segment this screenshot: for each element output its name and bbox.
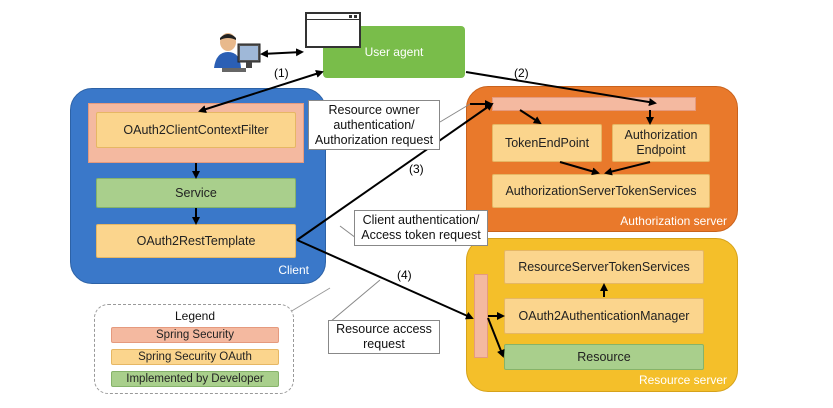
legend: Legend Spring Security Spring Security O… (94, 304, 294, 394)
client-label: Client (278, 263, 309, 277)
resource-spring-security-bar (474, 274, 488, 358)
resource-server-label: Resource server (638, 373, 727, 387)
browser-window-icon (305, 12, 361, 48)
arrow-band-token-endpoint (519, 109, 542, 125)
oauth2-rest-template: OAuth2RestTemplate (96, 224, 296, 258)
resource-access-note-line-2: request (363, 337, 405, 351)
legend-item-spring-security-oauth-label: Spring Security OAuth (138, 351, 252, 363)
step-3-label: (3) (409, 162, 424, 176)
resource-owner-note-line-2: authentication/ (333, 117, 415, 132)
resource-server-token-services-label: ResourceServerTokenServices (518, 260, 690, 274)
step-4-label: (4) (397, 268, 412, 282)
leader-client-auth (339, 225, 357, 239)
leader-resource-access (329, 279, 381, 323)
service-node: Service (96, 178, 296, 208)
arrow-step-3 (296, 102, 494, 241)
legend-item-spring-security-oauth: Spring Security OAuth (111, 349, 279, 365)
arrow-bar-resource (487, 317, 505, 358)
authorization-endpoint-label-1: Authorization (624, 128, 698, 142)
step-1-label: (1) (274, 66, 289, 80)
legend-item-implemented-by-developer: Implemented by Developer (111, 371, 279, 387)
arrow-token-endpoint-services (559, 161, 600, 176)
leader-resource-owner (439, 103, 471, 123)
resource-access-note-line-1: Resource access (336, 322, 432, 336)
oauth2-rest-template-label: OAuth2RestTemplate (136, 234, 256, 248)
arrow-authorization-endpoint-services (604, 161, 651, 176)
client-auth-note: Client authentication/ Access token requ… (354, 210, 488, 246)
client-auth-note-line-2: Access token request (361, 228, 481, 242)
legend-item-spring-security: Spring Security (111, 327, 279, 343)
resource-label: Resource (577, 350, 631, 364)
oauth2-client-context-filter-label: OAuth2ClientContextFilter (123, 123, 269, 137)
arrow-step-2 (465, 71, 657, 106)
authorization-server-token-services-label: AuthorizationServerTokenServices (505, 184, 697, 198)
leader-legend (289, 287, 331, 313)
oauth2-authentication-manager: OAuth2AuthenticationManager (504, 298, 704, 334)
resource-owner-note: Resource owner authentication/ Authoriza… (308, 100, 440, 150)
arrow-step-4 (296, 239, 474, 320)
resource-access-note: Resource access request (328, 320, 440, 354)
authorization-endpoint: Authorization Endpoint (612, 124, 710, 162)
legend-title: Legend (174, 309, 216, 323)
resource-node: Resource (504, 344, 704, 370)
authorization-endpoint-label-2: Endpoint (636, 143, 686, 157)
legend-item-spring-security-label: Spring Security (156, 329, 234, 341)
oauth2-client-context-filter: OAuth2ClientContextFilter (96, 112, 296, 148)
service-label: Service (175, 186, 217, 200)
token-endpoint-label: TokenEndPoint (504, 136, 590, 150)
resource-server-token-services: ResourceServerTokenServices (504, 250, 704, 284)
user-agent-label: User agent (364, 45, 424, 59)
person-at-computer-icon (214, 33, 261, 72)
resource-owner-note-line-3: Authorization request (314, 132, 434, 147)
legend-item-implemented-by-developer-label: Implemented by Developer (126, 373, 264, 385)
authorization-server-label: Authorization server (620, 214, 727, 228)
token-endpoint: TokenEndPoint (492, 124, 602, 162)
client-auth-note-line-1: Client authentication/ (362, 213, 480, 227)
arrow-person-browser (260, 48, 304, 58)
resource-owner-note-line-1: Resource owner (328, 102, 420, 117)
oauth2-authentication-manager-label: OAuth2AuthenticationManager (518, 309, 690, 323)
arrow-step-1 (198, 70, 324, 113)
step-2-label: (2) (514, 66, 529, 80)
authorization-server-token-services: AuthorizationServerTokenServices (492, 174, 710, 208)
